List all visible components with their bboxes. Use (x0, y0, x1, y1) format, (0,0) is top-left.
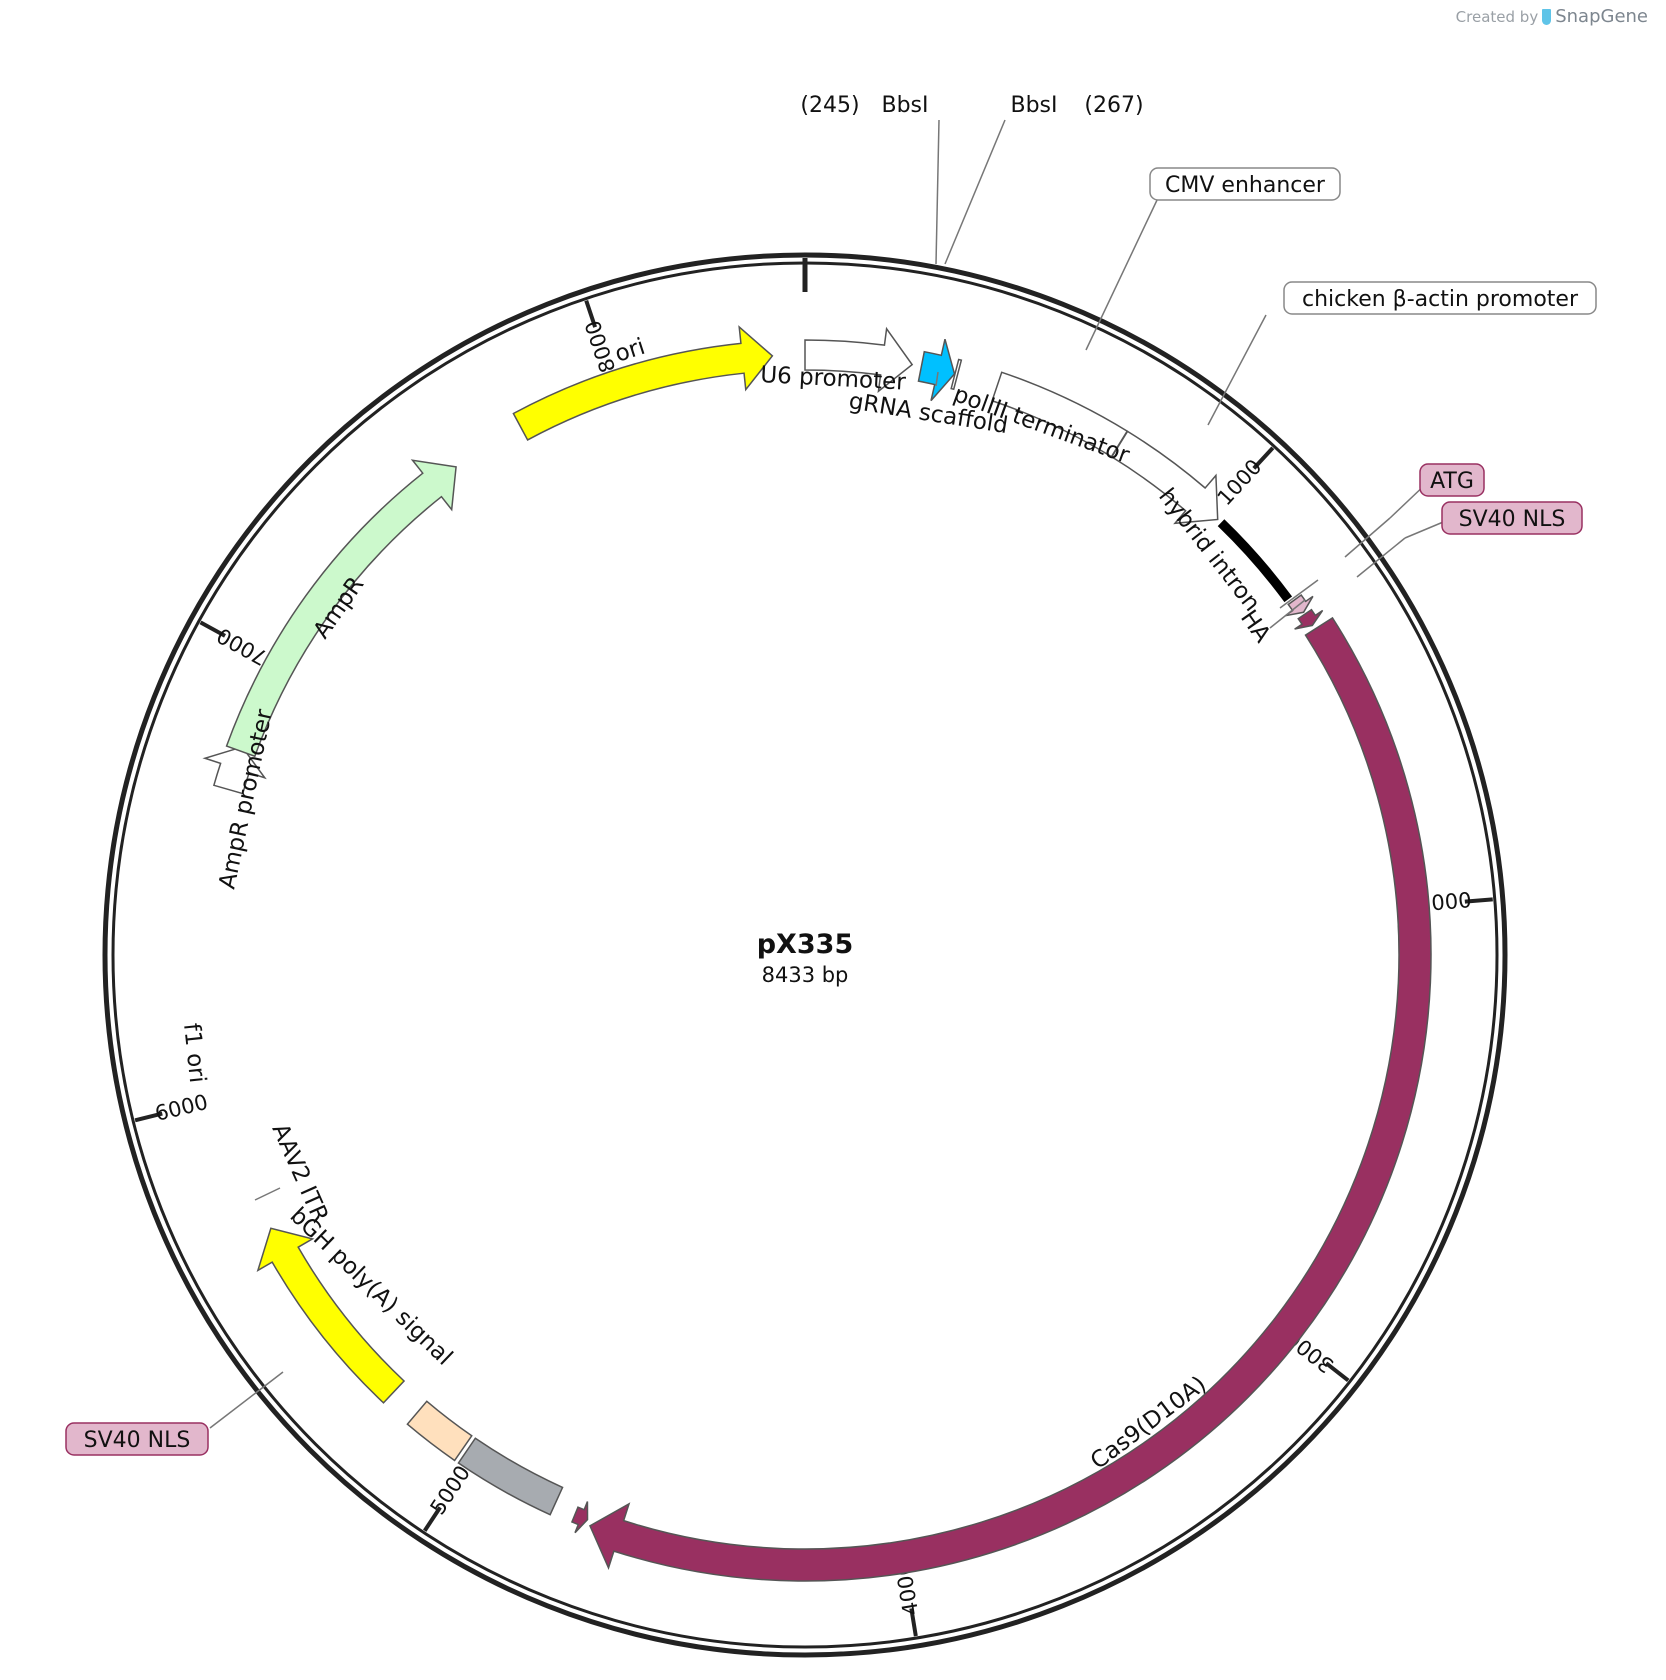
ampr-promoter-label: AmpR promoter (214, 707, 278, 892)
tick-3000 (1324, 1361, 1350, 1383)
tick-6000 (134, 1111, 163, 1123)
cba-leader (1207, 314, 1267, 426)
aav2-leader (254, 1187, 281, 1201)
f1-ori-label: f1 ori (178, 1022, 210, 1084)
features (202, 325, 1432, 1582)
bbsi-245-position: (245) (800, 93, 859, 118)
sv40-nls-n-label: SV40 NLS (1459, 507, 1566, 532)
tick-label-7000: 7000 (213, 623, 271, 670)
bbsi-245-label: BbsI (881, 93, 928, 118)
feature-u6-promoter (804, 326, 914, 393)
cmv-leader (1085, 197, 1159, 351)
atg-label: ATG (1430, 469, 1474, 494)
backbone-outer-ring (102, 252, 1508, 1658)
snapgene-product-text: SnapGene (1555, 6, 1648, 27)
sv40-nls-c-box (65, 1422, 209, 1456)
snapgene-logo-icon (1542, 8, 1552, 25)
feature-aav2-itr (406, 1400, 473, 1462)
hybrid-leader (1279, 579, 1319, 609)
tick-2000 (1464, 897, 1493, 904)
cmv-enhancer-box (1149, 167, 1341, 201)
feature-poliii-terminator (950, 358, 963, 391)
nls-c-leader (209, 1371, 284, 1429)
nls-n-leader-2 (1404, 519, 1449, 539)
feature-f1-ori (256, 1227, 406, 1404)
bbsi-267-position: (267) (1084, 93, 1143, 118)
cmv-enhancer-label: CMV enhancer (1165, 173, 1326, 198)
snapgene-branding: Created by SnapGene (1456, 6, 1648, 27)
grna-leader (935, 371, 939, 387)
tick-label-6000: 6000 (153, 1090, 211, 1126)
tick-1000 (1252, 446, 1275, 470)
bbsi-267-leader (944, 119, 1006, 265)
feature-bgh-poly-a-signal (457, 1437, 564, 1516)
feature-ha (1294, 608, 1324, 630)
feature-grna-scaffold (917, 339, 956, 402)
cba-promoter-label: chicken β-actin promoter (1302, 287, 1579, 312)
feature-ampr (225, 459, 457, 758)
feature-hybrid-intron (1217, 519, 1293, 603)
tick-7000 (199, 620, 226, 638)
feature-sv40-nls-c-terminal (570, 1501, 589, 1534)
sv40-nls-c-label: SV40 NLS (84, 1428, 191, 1453)
feature-ampr-promoter (202, 746, 267, 795)
plasmid-name: pX335 (757, 929, 854, 960)
tick-4000 (909, 1608, 918, 1637)
atg-box (1419, 463, 1485, 497)
tick-5000 (423, 1506, 442, 1532)
tick-8000 (584, 299, 598, 328)
sv40-nls-n-box (1441, 501, 1583, 535)
ha-leader (1269, 599, 1306, 629)
feature-cas9-d10a- (589, 616, 1432, 1582)
feature-ori (512, 325, 774, 441)
atg-leader (1344, 517, 1391, 558)
nls-n-leader (1356, 537, 1406, 578)
created-by-text: Created by (1455, 7, 1539, 26)
plasmid-length: 8433 bp (762, 963, 849, 987)
bbsi-245-leader (935, 119, 940, 265)
cba-promoter-box (1283, 281, 1597, 315)
bbsi-267-label: BbsI (1010, 93, 1057, 118)
feature-chicken-beta-actin-promoter (1110, 430, 1219, 525)
